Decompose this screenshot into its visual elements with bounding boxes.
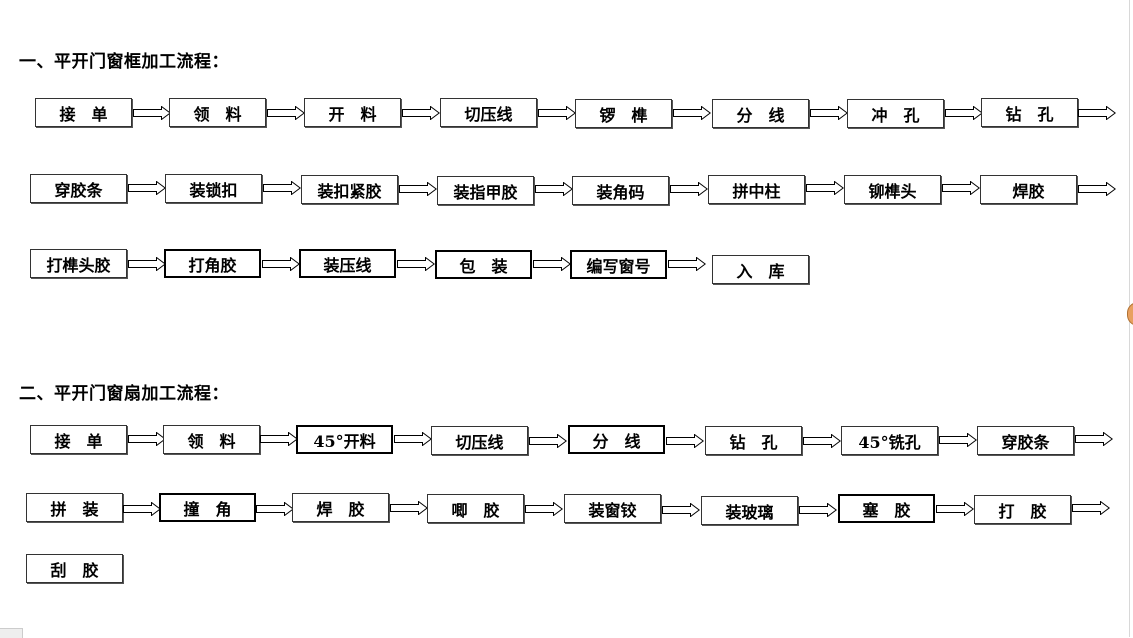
arrow-icon	[670, 182, 708, 196]
s1-step-18: 打角胶	[164, 249, 261, 278]
arrow-icon	[1078, 182, 1116, 196]
arrow-icon	[128, 181, 166, 195]
arrow-icon	[263, 181, 301, 195]
arrow-icon	[529, 434, 567, 448]
arrow-icon	[1072, 501, 1110, 515]
s1-step-19: 装压线	[299, 249, 396, 278]
arrow-icon	[128, 432, 166, 446]
arrow-icon	[936, 502, 974, 516]
arrow-icon	[402, 106, 440, 120]
s2-step-14: 装玻璃	[701, 496, 798, 525]
arrow-icon	[267, 106, 305, 120]
s2-step-17: 刮 胶	[26, 554, 123, 583]
arrow-icon	[666, 434, 704, 448]
s2-step-10: 撞 角	[159, 493, 256, 522]
arrow-icon	[133, 106, 171, 120]
arrow-icon	[1078, 106, 1116, 120]
s2-step-15: 塞 胶	[838, 494, 935, 523]
s1-step-9: 穿胶条	[30, 174, 127, 203]
s1-step-4: 切压线	[440, 98, 537, 127]
arrow-icon	[668, 257, 706, 271]
arrow-icon	[525, 502, 563, 516]
arrow-icon	[256, 502, 294, 516]
s1-step-16: 焊胶	[980, 175, 1077, 204]
s2-step-11: 焊 胶	[292, 493, 389, 522]
arrow-icon	[945, 106, 983, 120]
s1-step-22: 入 库	[712, 255, 809, 284]
s1-step-14: 拼中柱	[708, 175, 805, 204]
arrow-icon	[799, 503, 837, 517]
side-tab-icon[interactable]	[1127, 302, 1133, 326]
s2-step-1: 接 单	[30, 425, 127, 454]
arrow-icon	[533, 257, 571, 271]
corner-tab	[0, 628, 23, 638]
arrow-icon	[399, 182, 437, 196]
s1-step-10: 装锁扣	[165, 174, 262, 203]
s1-step-21: 编写窗号	[570, 250, 667, 279]
section2-heading: 二、平开门窗扇加工流程：	[19, 384, 229, 404]
s1-step-8: 钻 孔	[981, 98, 1078, 127]
s1-step-15: 铆榫头	[844, 175, 941, 204]
arrow-icon	[123, 502, 161, 516]
s2-step-6: 钻 孔	[705, 426, 802, 455]
s2-step-5: 分 线	[568, 425, 665, 454]
arrow-icon	[806, 181, 844, 195]
s1-step-20: 包 装	[435, 250, 532, 279]
arrow-icon	[394, 432, 432, 446]
section1-heading: 一、平开门窗框加工流程：	[19, 52, 229, 72]
s1-step-1: 接 单	[35, 98, 132, 127]
s2-step-9: 拼 装	[26, 493, 123, 522]
arrow-icon	[939, 433, 977, 447]
s2-step-2: 领 料	[163, 425, 260, 454]
arrow-icon	[535, 182, 573, 196]
arrow-icon	[810, 106, 848, 120]
s1-step-13: 装角码	[572, 176, 669, 205]
arrow-icon	[262, 257, 300, 271]
s1-step-7: 冲 孔	[847, 99, 944, 128]
arrow-icon	[803, 434, 841, 448]
arrow-icon	[1075, 432, 1113, 446]
s1-step-5: 锣 榫	[575, 99, 672, 128]
s2-step-12: 唧 胶	[427, 494, 524, 523]
s1-step-2: 领 料	[169, 98, 266, 127]
s2-step-4: 切压线	[431, 426, 528, 455]
arrow-icon	[673, 106, 711, 120]
arrow-icon	[662, 503, 700, 517]
s1-step-6: 分 线	[712, 99, 809, 128]
s2-step-8: 穿胶条	[977, 426, 1074, 455]
s2-step-13: 装窗铰	[564, 494, 661, 523]
s1-step-3: 开 料	[304, 98, 401, 127]
s2-step-7: 45°铣孔	[841, 426, 938, 455]
arrow-icon	[128, 257, 166, 271]
s1-step-12: 装指甲胶	[437, 176, 534, 205]
arrow-icon	[397, 257, 435, 271]
arrow-icon	[260, 432, 298, 446]
s2-step-3: 45°开料	[296, 425, 393, 454]
arrow-icon	[942, 181, 980, 195]
s2-step-16: 打 胶	[974, 495, 1071, 524]
arrow-icon	[538, 106, 576, 120]
s1-step-11: 装扣紧胶	[301, 175, 398, 204]
arrow-icon	[390, 501, 428, 515]
s1-step-17: 打榫头胶	[30, 249, 127, 278]
